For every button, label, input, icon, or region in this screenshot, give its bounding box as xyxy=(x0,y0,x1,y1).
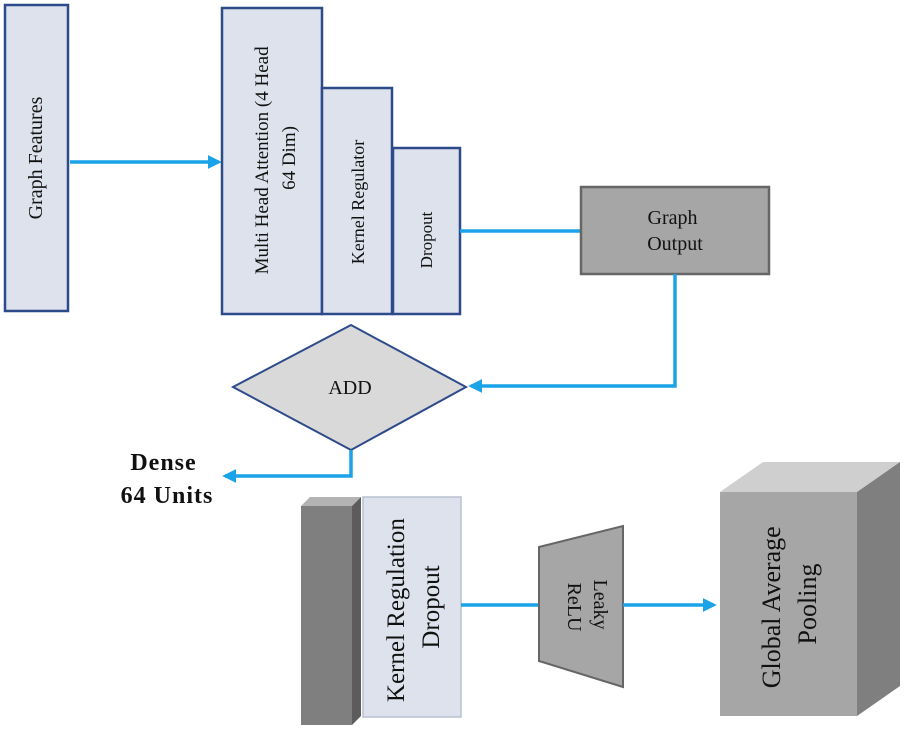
arrow-add-to-dense xyxy=(222,450,353,483)
dense-label-line1: Dense xyxy=(130,450,196,476)
dense-label-line2: 64 Units xyxy=(121,483,214,509)
svg-text:Dense 64 Units: Dense 64 Units xyxy=(121,450,214,509)
graph-output-line1: Graph xyxy=(648,207,698,229)
dropout-box: Dropout xyxy=(391,146,462,316)
add-node: ADD xyxy=(230,323,469,452)
add-label: ADD xyxy=(328,377,371,399)
svg-text:Leaky ReLU: Leaky ReLU xyxy=(563,580,611,635)
kernel-regulator-box: Kernel Regulator xyxy=(320,86,394,316)
global-average-pooling-block: Global Average Pooling xyxy=(720,462,900,716)
multi-head-attention-box: Multi Head Attention (4 Head 64 Dim) xyxy=(220,6,324,316)
svg-text:Graph Output: Graph Output xyxy=(647,207,703,255)
kernel-regulation-line2: Dropout xyxy=(418,565,445,648)
graph-features-box: Graph Features xyxy=(3,3,70,313)
attention-label-line2: 64 Dim) xyxy=(279,126,300,190)
svg-text:Multi Head Attention (4 Head: Multi Head Attention (4 Head 64 Dim) xyxy=(252,42,300,275)
svg-text:Kernel Regulation Dropou: Kernel Regulation Dropout xyxy=(383,512,445,702)
leaky-relu-line2: ReLU xyxy=(563,583,585,632)
pooling-line2: Pooling xyxy=(793,564,822,645)
kernel-regulation-dropout-box: Kernel Regulation Dropout xyxy=(362,496,462,718)
graph-output-line2: Output xyxy=(647,233,703,255)
dropout-label: Dropout xyxy=(417,211,436,268)
arrow-graph-output-to-add xyxy=(468,274,677,393)
leaky-relu-node: Leaky ReLU xyxy=(538,524,624,689)
dense-3d-block xyxy=(301,497,361,725)
graph-features-label: Graph Features xyxy=(25,96,47,219)
svg-text:Global Average Pooling: Global Average Pooling xyxy=(757,520,822,688)
leaky-relu-line1: Leaky xyxy=(589,580,611,630)
graph-output-box: Graph Output xyxy=(579,185,771,276)
pooling-line1: Global Average xyxy=(757,526,786,688)
kernel-regulation-line1: Kernel Regulation xyxy=(383,518,410,702)
attention-label-line1: Multi Head Attention (4 Head xyxy=(252,46,273,274)
kernel-regulator-label: Kernel Regulator xyxy=(348,140,368,264)
